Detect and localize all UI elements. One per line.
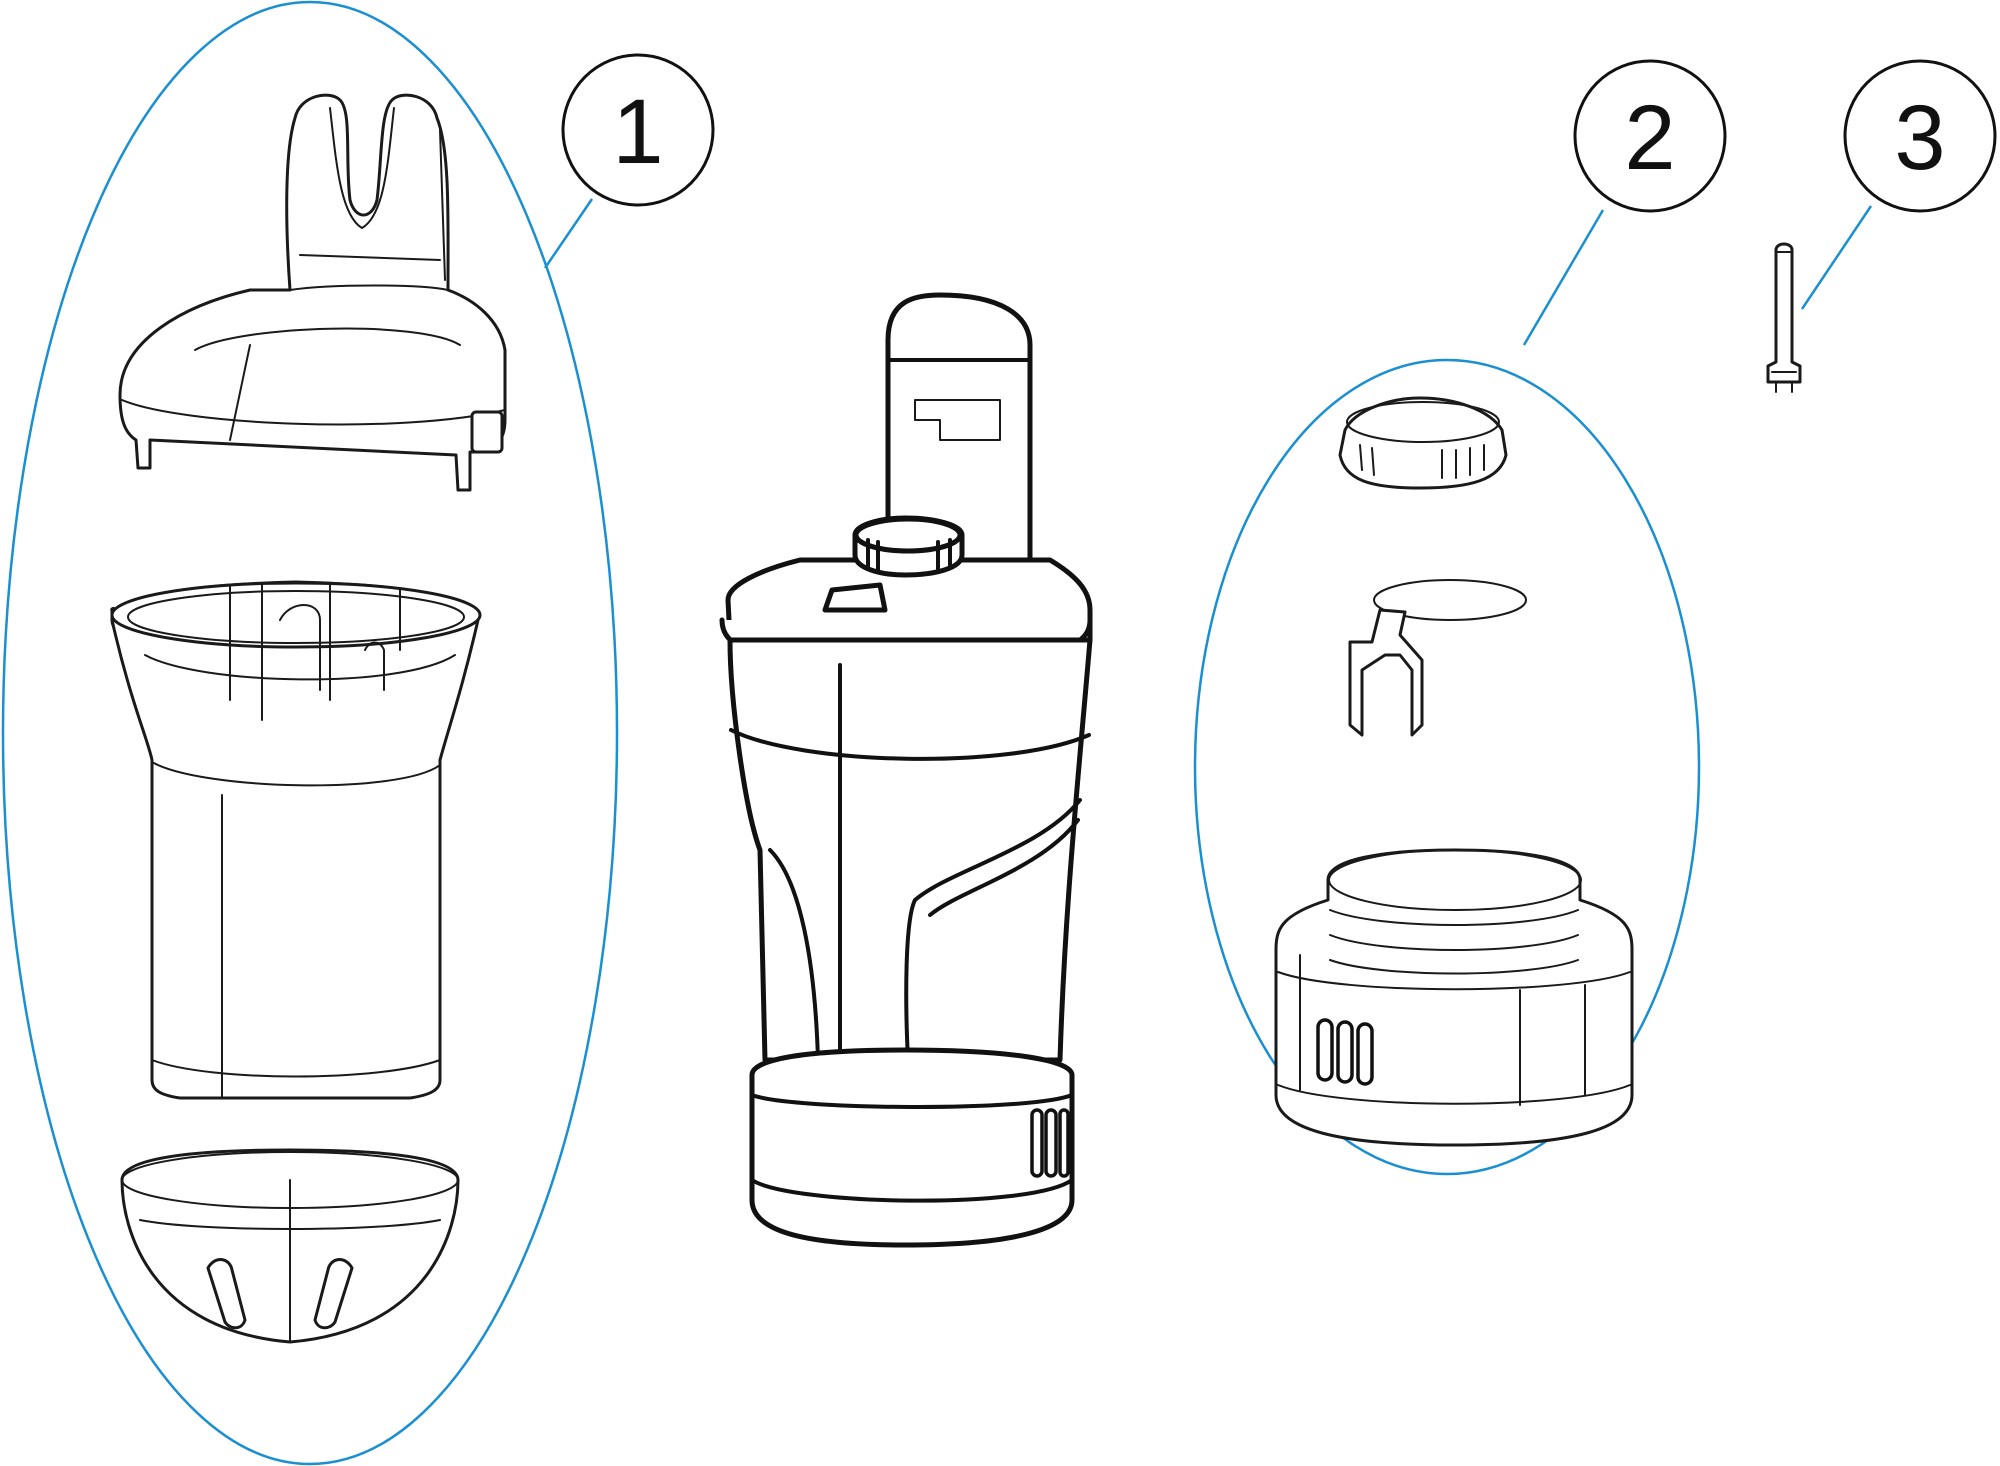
group-2-wire-clip bbox=[1348, 579, 1527, 737]
leader-line-1 bbox=[543, 198, 594, 269]
callout-3: 3 bbox=[1843, 59, 1997, 213]
group-2-threaded-collar bbox=[1274, 848, 1634, 1147]
group-1-top-cap bbox=[118, 93, 507, 492]
leader-line-2 bbox=[1522, 209, 1605, 346]
group-1-body bbox=[110, 580, 482, 1100]
callout-2: 2 bbox=[1573, 59, 1727, 213]
callout-1: 1 bbox=[561, 53, 715, 207]
callout-2-label: 2 bbox=[1624, 87, 1675, 189]
group-1-outline bbox=[1, 0, 619, 1466]
assembled-product bbox=[719, 292, 1093, 1248]
callout-1-label: 1 bbox=[612, 81, 663, 183]
group-2-small-cap bbox=[1338, 396, 1508, 490]
group-1-basket bbox=[120, 1148, 460, 1344]
group-2-outline bbox=[1193, 358, 1701, 1176]
part-3-pin bbox=[1766, 242, 1802, 393]
leader-line-3 bbox=[1800, 205, 1873, 310]
callout-3-label: 3 bbox=[1894, 87, 1945, 189]
